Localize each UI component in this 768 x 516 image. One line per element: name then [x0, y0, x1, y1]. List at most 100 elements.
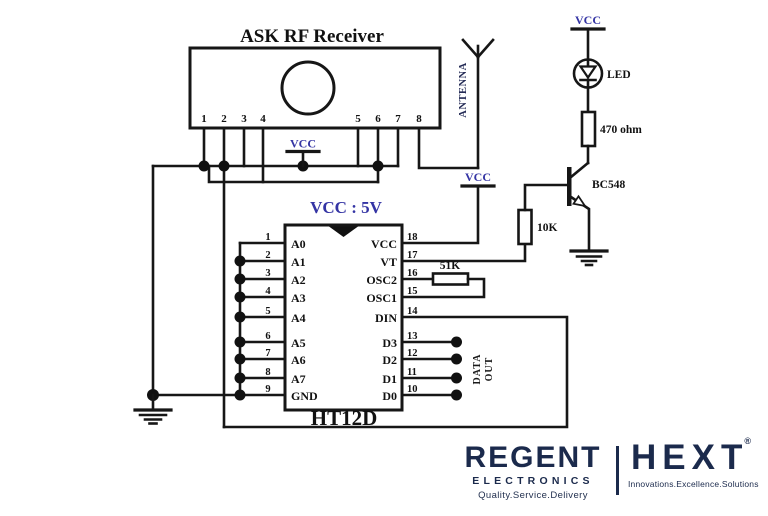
wire — [400, 242, 527, 263]
receiver-title: ASK RF Receiver — [240, 26, 384, 47]
junction-dot — [372, 160, 384, 172]
diode-icon — [578, 65, 598, 80]
receiver-wiring — [147, 126, 480, 429]
pin-number: 16 — [407, 268, 418, 279]
data-out-label: DATA OUT — [472, 354, 495, 385]
pin-label: VCC — [371, 237, 397, 251]
pin-number: 3 — [265, 268, 270, 279]
vcc-label: VCC — [465, 170, 491, 184]
pin-label: VT — [380, 255, 397, 269]
junction-dot — [234, 336, 246, 348]
logo-divider — [616, 446, 619, 495]
antenna: ANTENNA — [458, 38, 495, 170]
antenna-label: ANTENNA — [458, 62, 469, 117]
hext-logo-text: HEXT — [631, 438, 749, 477]
pin-label: A1 — [291, 255, 306, 269]
emitter-arrow-icon — [571, 194, 587, 208]
antenna-icon — [461, 38, 480, 59]
pin-label: D1 — [382, 372, 397, 386]
pin-number: 15 — [407, 286, 418, 297]
pin-number: 5 — [265, 306, 270, 317]
hext-logo: HEXT® Innovations.Excellence.Solutions — [628, 437, 759, 489]
pin-number: 11 — [407, 367, 417, 378]
junction-dot — [234, 291, 246, 303]
pin-label: GND — [291, 389, 318, 403]
resistor-value: 470 ohm — [600, 124, 642, 136]
ic-right-wiring: VCC 10K 51K DATA OUT — [222, 170, 569, 429]
data-out-terminal — [451, 353, 462, 365]
data-out-terminal — [451, 389, 462, 401]
vcc-label: VCC — [575, 13, 601, 27]
resistor-value: 51K — [440, 260, 461, 272]
vcc-label: VCC — [290, 137, 316, 151]
receiver-pin-number: 8 — [416, 113, 422, 125]
hext-logo-name: HEXT® — [628, 437, 758, 477]
receiver-pin-number: 1 — [201, 113, 207, 125]
pin-label: D2 — [382, 353, 397, 367]
pin-number: 12 — [407, 348, 418, 359]
pin-number: 8 — [265, 367, 270, 378]
pin-number: 13 — [407, 331, 418, 342]
resistor-470ohm: 470 ohm — [580, 110, 642, 148]
led-symbol: LED — [572, 58, 631, 89]
vcc-5v-label: VCC : 5V — [310, 198, 382, 217]
transistor-bc548: BC548 — [567, 161, 625, 267]
vcc-symbol-led: VCC — [570, 13, 606, 31]
resistor-51k: 51K — [431, 260, 470, 286]
pin-label: A3 — [291, 291, 306, 305]
pin-number: 4 — [265, 286, 271, 297]
transistor-label: BC548 — [592, 179, 625, 191]
wire-din-loop — [222, 315, 569, 429]
pin-number: 7 — [265, 348, 270, 359]
pin-number: 2 — [265, 250, 270, 261]
resistor-icon — [580, 110, 597, 148]
junction-dot — [234, 389, 246, 401]
pin-number: 18 — [407, 232, 418, 243]
pin-label: A5 — [291, 336, 306, 350]
resistor-icon — [517, 208, 533, 246]
pin-number: 10 — [407, 384, 418, 395]
vcc-symbol-ic: VCC — [460, 170, 496, 188]
pin-label: OSC1 — [366, 291, 397, 305]
junction-dot — [234, 255, 246, 267]
resistor-value: 10K — [537, 222, 558, 234]
vcc-symbol-receiver: VCC — [285, 137, 321, 168]
ground-symbol-right — [569, 249, 609, 267]
branding-footer: REGENT ELECTRONICS Quality.Service.Deliv… — [0, 437, 768, 516]
pin-label: A7 — [291, 372, 306, 386]
junction-dot — [234, 273, 246, 285]
ic-notch-icon — [329, 226, 358, 237]
receiver-pin-number: 7 — [395, 113, 401, 125]
wire — [523, 183, 569, 212]
regent-logo-name: REGENT — [464, 441, 602, 474]
ground-symbol-left — [133, 393, 173, 425]
hext-tagline: Innovations.Excellence.Solutions — [628, 479, 759, 489]
wire — [400, 277, 486, 299]
wire — [400, 184, 480, 245]
junction-dot — [198, 160, 210, 172]
pin-label: D3 — [382, 336, 397, 350]
pin-number: 14 — [407, 306, 418, 317]
led-branch: VCC LED 470 ohm — [570, 13, 642, 165]
receiver-coil-icon — [280, 60, 336, 116]
junction-dot — [234, 372, 246, 384]
receiver-pin-number: 3 — [241, 113, 247, 125]
wire-rail — [207, 164, 380, 184]
transistor-base-bar-icon — [567, 167, 572, 206]
pin-label: OSC2 — [366, 273, 397, 287]
pin-number: 17 — [407, 250, 418, 261]
junction-dot — [218, 160, 230, 172]
antenna-icon — [476, 38, 495, 59]
resistor-icon — [431, 272, 470, 286]
rf-receiver-module: ASK RF Receiver 1 2 3 4 5 6 7 8 — [188, 26, 442, 130]
pin-number: 9 — [265, 384, 270, 395]
data-out-label-line1: DATA — [472, 354, 483, 385]
pin-label: A2 — [291, 273, 306, 287]
collector-wire — [569, 161, 590, 179]
data-out-label-line2: OUT — [484, 357, 495, 382]
junction-dot — [234, 311, 246, 323]
pin-label: A0 — [291, 237, 306, 251]
receiver-pin-number: 5 — [355, 113, 361, 125]
resistor-10k: 10K — [517, 208, 558, 246]
